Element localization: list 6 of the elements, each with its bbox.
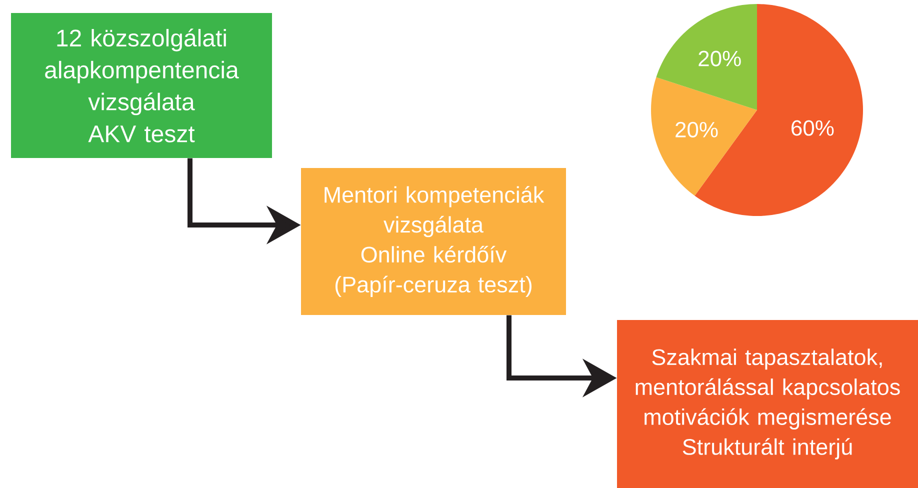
slice-label: 60% bbox=[792, 120, 834, 136]
slice-label: 20% bbox=[676, 122, 718, 138]
process-box: 12 közszolgálati alapkompentencia vizsgálata AKV teszt bbox=[11, 13, 272, 158]
process-box: Szakmai tapasztalatok, mentorálással kapcsolatos motivációk megismerése Strukturált interjú bbox=[617, 320, 918, 488]
process-box: Mentori kompetenciák vizsgálata Online kérdőív (Papír-ceruza teszt) bbox=[301, 168, 566, 315]
slice-label: 20% bbox=[698, 50, 741, 66]
